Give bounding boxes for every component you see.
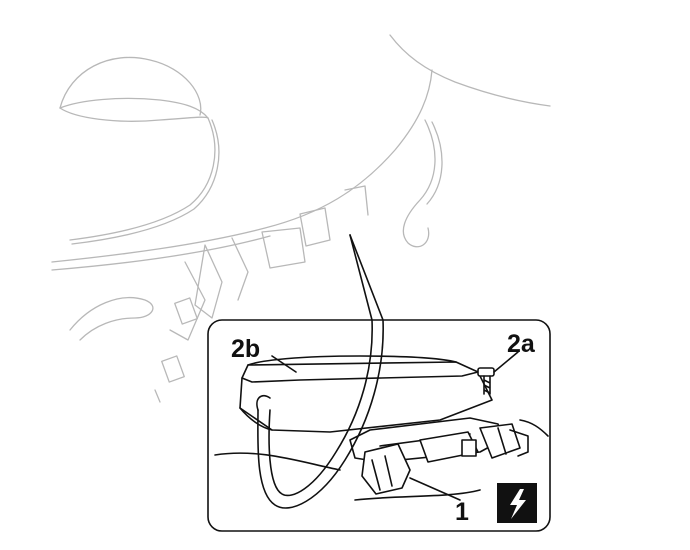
leader-1: [409, 477, 461, 501]
electrical-hazard-icon: [497, 483, 537, 523]
hose: [256, 319, 384, 509]
callout-2b: 2b: [231, 335, 260, 363]
control-unit-housing: [239, 355, 493, 433]
leader-2a: [493, 351, 519, 373]
leader-2b: [271, 355, 297, 373]
detail-inset: 2b 2a 1: [207, 319, 551, 532]
callout-1: 1: [455, 498, 469, 526]
zoom-leader-lines: [349, 234, 384, 321]
connector-1: [361, 423, 529, 495]
callout-2a: 2a: [507, 330, 536, 358]
overview-scooter-underside: [51, 34, 551, 403]
screw-2a: [477, 367, 495, 395]
